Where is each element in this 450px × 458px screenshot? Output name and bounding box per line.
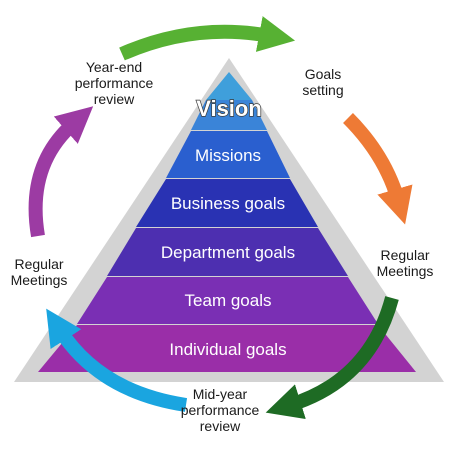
stage-mid-year-review-line-3: review — [199, 418, 241, 434]
level-team-label: Team goals — [185, 291, 272, 310]
arrow-green — [119, 16, 296, 61]
level-vision-band — [206, 72, 252, 100]
level-individual-band — [38, 325, 416, 372]
stage-regular-meetings-left-label: Regular Meetings — [4, 256, 74, 288]
stage-mid-year-review-label: Mid-year performance review — [170, 386, 270, 434]
level-team-band — [77, 277, 378, 324]
level-missions-band — [166, 131, 290, 178]
stage-goals-setting-line-1: Goals — [304, 66, 342, 82]
arrow-purple — [28, 106, 94, 238]
level-vision-label: Vision — [196, 96, 262, 121]
stage-year-end-review-line-3: review — [93, 91, 135, 107]
stage-year-end-review-line-2: performance — [74, 75, 154, 91]
arrow-dark-green — [265, 296, 399, 420]
stage-regular-meetings-right-line-2: Meetings — [376, 263, 434, 279]
stage-regular-meetings-right-label: Regular Meetings — [370, 247, 440, 279]
arrow-blue — [46, 308, 188, 412]
level-department-label: Department goals — [161, 243, 295, 262]
level-missions-label: Missions — [195, 146, 261, 165]
stage-goals-setting-label: Goals setting — [290, 66, 356, 98]
stage-mid-year-review-line-1: Mid-year — [192, 386, 248, 402]
stage-goals-setting-line-2: setting — [302, 82, 344, 98]
arrow-orange — [343, 113, 413, 225]
stage-regular-meetings-right-line-1: Regular — [380, 247, 430, 263]
stage-year-end-review-label: Year-end performance review — [62, 59, 166, 107]
level-business-band — [136, 179, 318, 227]
level-department-band — [107, 228, 348, 276]
level-individual-label: Individual goals — [169, 340, 286, 359]
stage-regular-meetings-left-line-2: Meetings — [10, 272, 68, 288]
level-vision-band-low — [191, 100, 267, 130]
stage-regular-meetings-left-line-1: Regular — [14, 256, 64, 272]
stage-year-end-review-line-1: Year-end — [85, 59, 143, 75]
level-business-label: Business goals — [171, 194, 285, 213]
stage-mid-year-review-line-2: performance — [180, 402, 260, 418]
